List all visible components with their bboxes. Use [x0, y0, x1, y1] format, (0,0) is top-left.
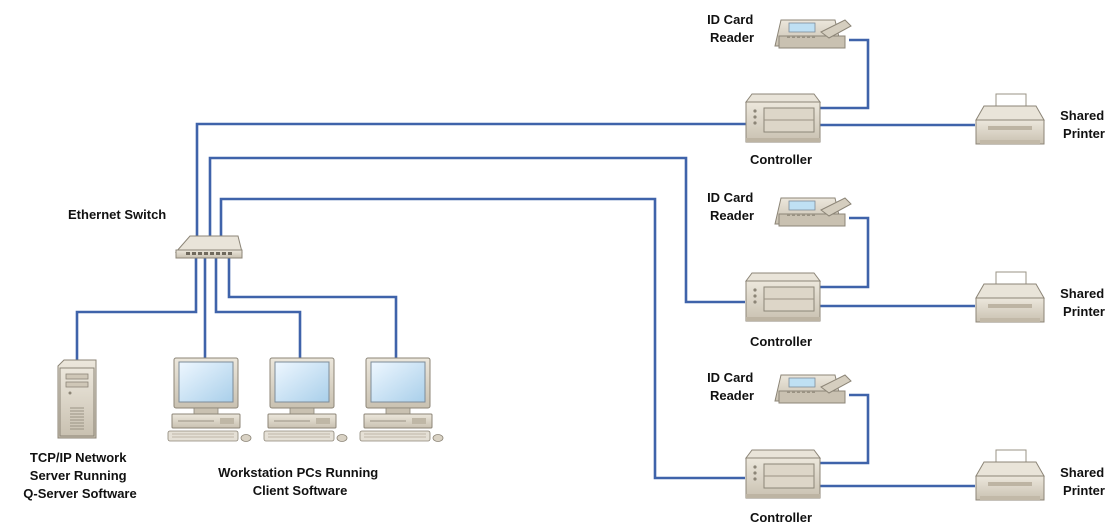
id-card-reader-icon	[774, 197, 852, 227]
network-cables	[75, 38, 975, 488]
server-label-line-1: TCP/IP Network	[30, 450, 127, 465]
server-label-line-2: Server Running	[30, 468, 127, 483]
id-card-reader-label: ID Card Reader	[707, 370, 757, 403]
shared-printer-label: Shared Printer	[1060, 108, 1108, 141]
id-card-reader-icon	[774, 19, 852, 49]
shared-printer-label-line-2: Printer	[1063, 126, 1105, 141]
server-tower-icon	[57, 359, 97, 439]
ethernet-switch	[174, 235, 243, 259]
cable-reader-controller-3	[820, 393, 870, 465]
cable-switch-server	[75, 258, 198, 363]
id-card-reader-label-line-1: ID Card	[707, 370, 753, 385]
controller-label: Controller	[750, 334, 812, 349]
workstations-label-line-1: Workstation PCs Running	[218, 465, 378, 480]
id-card-reader-label-line-2: Reader	[710, 208, 754, 223]
id-card-reader-label-line-1: ID Card	[707, 12, 753, 27]
workstation-pc-icon	[167, 357, 252, 442]
workstations-label: Workstation PCs Running Client Software	[218, 465, 382, 498]
shared-printer-label-line-1: Shared	[1060, 465, 1104, 480]
id-card-reader-label-line-2: Reader	[710, 388, 754, 403]
id-card-reader-label: ID Card Reader	[707, 190, 757, 223]
cable-reader-controller-2	[820, 216, 870, 289]
workstation-pc-icon	[263, 357, 348, 442]
cable-switch-pc-3	[227, 258, 398, 360]
cable-switch-controller-3	[219, 197, 745, 480]
server-label-line-3: Q-Server Software	[23, 486, 136, 501]
controller-label: Controller	[750, 510, 812, 525]
id-card-reader-icon	[774, 374, 852, 404]
workstation-pc-icon	[359, 357, 444, 442]
cable-switch-pc-2	[214, 258, 302, 360]
controller-icon	[745, 272, 821, 322]
cable-switch-controller-2	[208, 156, 745, 304]
id-card-reader-label-line-2: Reader	[710, 30, 754, 45]
shared-printer-label: Shared Printer	[1060, 465, 1108, 498]
shared-printer-label-line-2: Printer	[1063, 304, 1105, 319]
printer-icon	[975, 449, 1045, 501]
printer-icon	[975, 271, 1045, 323]
shared-printer-label: Shared Printer	[1060, 286, 1108, 319]
id-card-reader-label: ID Card Reader	[707, 12, 757, 45]
controller-icon	[745, 449, 821, 499]
shared-printer-label-line-1: Shared	[1060, 286, 1104, 301]
controller-icon	[745, 93, 821, 143]
shared-printer-label-line-2: Printer	[1063, 483, 1105, 498]
printer-icon	[975, 93, 1045, 145]
workstations-label-line-2: Client Software	[253, 483, 348, 498]
cable-reader-controller-1	[820, 38, 870, 110]
cable-switch-controller-1	[195, 122, 747, 247]
shared-printer-label-line-1: Shared	[1060, 108, 1104, 123]
server-label: TCP/IP Network Server Running Q-Server S…	[23, 450, 136, 501]
id-card-reader-label-line-1: ID Card	[707, 190, 753, 205]
controller-label: Controller	[750, 152, 812, 167]
ethernet-switch-label: Ethernet Switch	[68, 207, 166, 222]
